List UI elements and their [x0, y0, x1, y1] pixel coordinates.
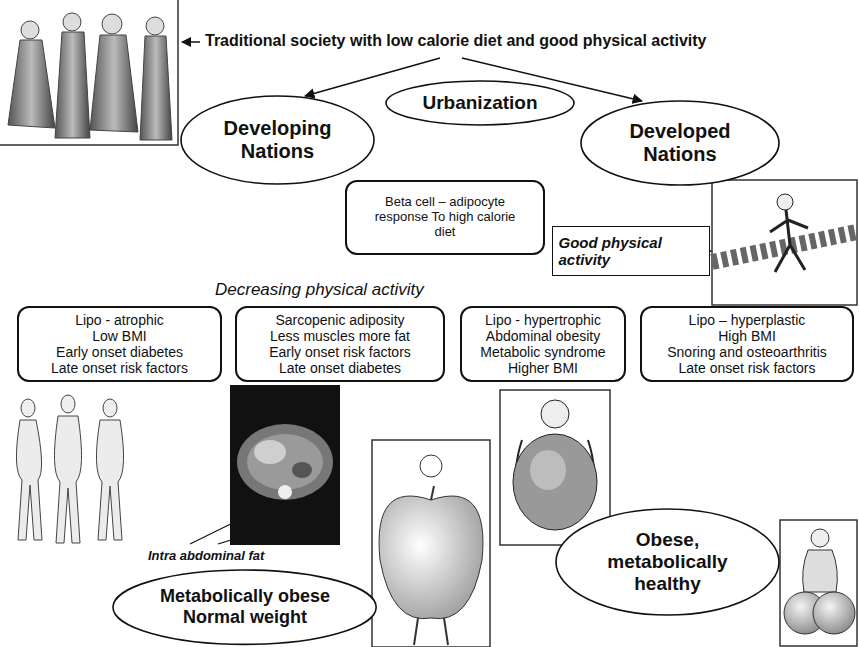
apple-body-picture: [414, 618, 448, 645]
runner-picture: [712, 180, 857, 305]
node-text: Metabolic syndrome: [480, 344, 605, 360]
runner-picture: [712, 180, 857, 305]
arrow-line: [182, 41, 200, 43]
thin-bodies-picture: [61, 395, 75, 413]
apple-body-picture: [379, 496, 483, 619]
ct-scan-picture: [230, 385, 340, 545]
diagram-title: Traditional society with low calorie die…: [205, 32, 706, 50]
note-box: Good physical activity: [552, 226, 710, 276]
node-text: Sarcopenic adiposity: [269, 312, 411, 328]
ellipse-node: Developing Nations: [180, 95, 375, 185]
hip-obesity-picture: [811, 529, 829, 547]
rounded-box: Lipo - hypertrophicAbdominal obesityMeta…: [460, 306, 626, 382]
node-text-group: Developing Nations: [215, 117, 340, 163]
node-text: Late onset diabetes: [269, 360, 411, 376]
traditional-people-picture: [90, 35, 138, 132]
hip-obesity-picture: [780, 520, 857, 646]
node-text: Late onset risk factors: [667, 360, 827, 376]
hip-obesity-picture: [803, 550, 838, 592]
node-text: Metabolically obese Normal weight: [145, 586, 345, 627]
node-text-group: Lipo – hyperplasticHigh BMISnoring and o…: [667, 312, 827, 376]
node-text-group: Obese, metabolically healthy: [598, 529, 738, 595]
node-text: Lipo – hyperplastic: [667, 312, 827, 328]
node-text-group: Urbanization: [422, 92, 537, 114]
ellipse-node: Metabolically obese Normal weight: [112, 569, 377, 645]
traditional-people-picture: [55, 32, 90, 138]
node-text: Abdominal obesity: [480, 328, 605, 344]
ellipse-outline: [581, 101, 779, 185]
traditional-people-picture: [0, 0, 178, 145]
node-text-group: Developed Nations: [618, 120, 743, 166]
traditional-people-picture: [146, 17, 164, 35]
ct-scan-picture: [254, 440, 286, 464]
node-text-group: Lipo - hypertrophicAbdominal obesityMeta…: [480, 312, 605, 376]
node-text: Good physical activity: [559, 234, 699, 269]
node-text: Developing Nations: [215, 117, 340, 163]
traditional-people-picture: [63, 13, 81, 31]
abdominal-obesity-picture: [513, 434, 597, 530]
thin-bodies-picture: [16, 420, 42, 540]
traditional-people-picture: [0, 0, 178, 145]
traditional-people-picture: [102, 14, 122, 34]
node-text: Less muscles more fat: [269, 328, 411, 344]
node-text-group: Beta cell – adipocyte response To high c…: [365, 195, 525, 240]
hip-obesity-picture: [780, 520, 857, 646]
runner-picture: [770, 210, 808, 272]
node-text-group: Lipo - atrophicLow BMIEarly onset diabet…: [51, 312, 188, 376]
abdominal-obesity-picture: [530, 450, 566, 490]
thin-bodies-picture: [21, 399, 35, 417]
ellipse-node: Developed Nations: [580, 100, 780, 186]
ellipse-outline: [113, 570, 376, 644]
ct-scan-picture: [278, 485, 292, 499]
abdominal-obesity-picture: [541, 400, 569, 428]
node-text: Higher BMI: [480, 360, 605, 376]
apple-body-picture: [420, 455, 442, 477]
node-text: Early onset risk factors: [269, 344, 411, 360]
node-text-group: Good physical activity: [559, 234, 699, 269]
ct-scan-picture: [230, 385, 340, 545]
ct-scan-picture: [292, 462, 312, 478]
thin-bodies-picture: [54, 416, 81, 543]
ellipse-outline: [181, 96, 374, 184]
node-text: Obese, metabolically healthy: [598, 529, 738, 595]
traditional-people-picture: [8, 40, 55, 128]
ellipse-outline: [556, 509, 779, 615]
node-text: Snoring and osteoarthritis: [667, 344, 827, 360]
ellipse-node: Urbanization: [385, 80, 575, 126]
ct-scan-picture: [247, 434, 323, 490]
thin-bodies-picture: [96, 420, 123, 540]
node-text: Low BMI: [51, 328, 188, 344]
traditional-people-picture: [21, 21, 39, 39]
traditional-people-picture: [140, 36, 172, 140]
ct-scan-picture: [237, 424, 333, 500]
node-text: High BMI: [667, 328, 827, 344]
node-text: Early onset diabetes: [51, 344, 188, 360]
rounded-box: Lipo - atrophicLow BMIEarly onset diabet…: [17, 306, 222, 382]
apple-body-picture: [431, 486, 434, 500]
node-text: Lipo - hypertrophic: [480, 312, 605, 328]
ellipse-node: Obese, metabolically healthy: [555, 508, 780, 616]
rounded-box: Lipo – hyperplasticHigh BMISnoring and o…: [640, 306, 854, 382]
apple-body-picture: [372, 440, 490, 647]
node-text-group: Sarcopenic adiposityLess muscles more fa…: [269, 312, 411, 376]
thin-bodies-picture: [103, 399, 117, 417]
node-text-group: Metabolically obese Normal weight: [145, 586, 345, 627]
annotation-label: Decreasing physical activity: [215, 280, 424, 300]
node-text: Beta cell – adipocyte response To high c…: [365, 195, 525, 240]
thin-bodies-picture: [16, 395, 123, 543]
rounded-box: Beta cell – adipocyte response To high c…: [345, 180, 545, 255]
hip-obesity-picture: [813, 592, 855, 634]
node-text: Late onset risk factors: [51, 360, 188, 376]
rounded-box: Sarcopenic adiposityLess muscles more fa…: [235, 306, 445, 382]
node-text: Lipo - atrophic: [51, 312, 188, 328]
ellipse-outline: [386, 81, 574, 125]
node-text: Urbanization: [422, 92, 537, 114]
apple-body-picture: [372, 440, 490, 647]
runner-picture: [777, 194, 793, 210]
annotation-label: Intra abdominal fat: [148, 548, 264, 563]
node-text: Developed Nations: [618, 120, 743, 166]
